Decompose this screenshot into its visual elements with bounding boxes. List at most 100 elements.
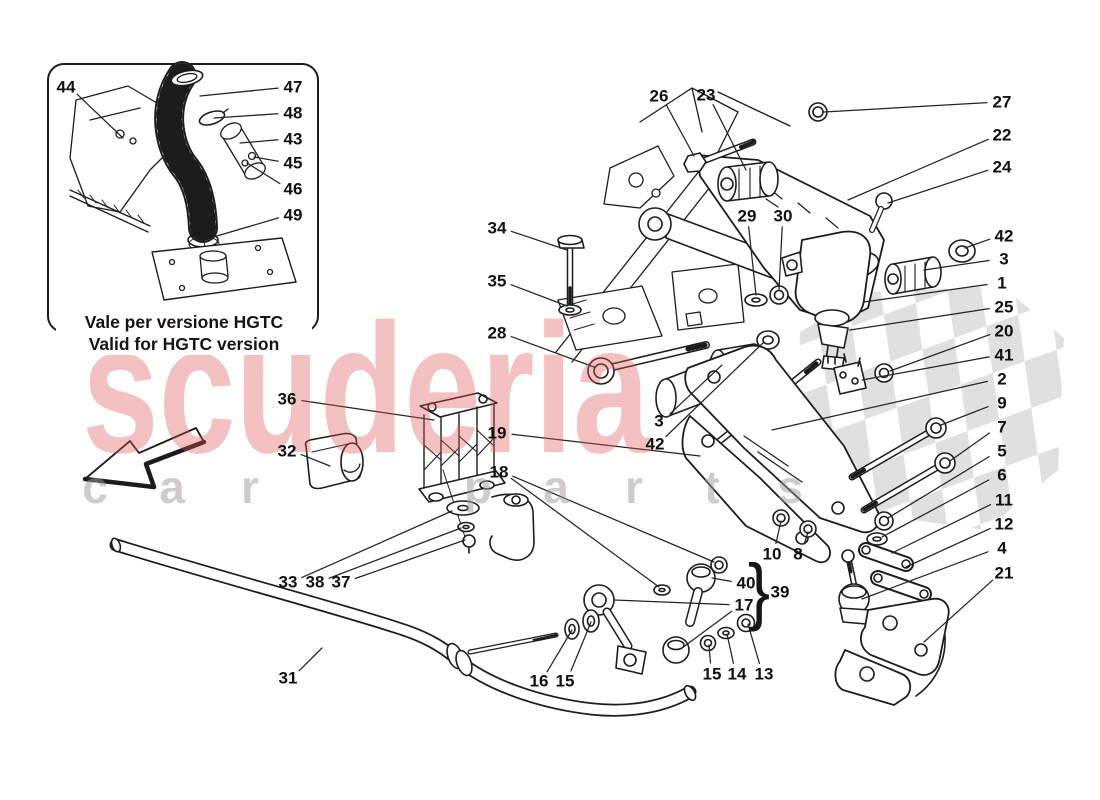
callout-2: 2: [997, 369, 1007, 389]
callout-16: 16: [529, 671, 549, 691]
checker-region: [798, 286, 1064, 530]
clevis-and-washers: [442, 469, 535, 561]
leader-line-41: [861, 356, 990, 381]
callout-31: 31: [278, 668, 298, 688]
callout-11: 11: [995, 490, 1013, 510]
leader-line-15: [708, 644, 712, 664]
watermark-title: scuderia: [82, 287, 651, 492]
leader-line-26: [665, 104, 695, 157]
mount-bracket-36: [418, 392, 506, 503]
leader-line-43: [239, 139, 279, 144]
callout-7: 7: [997, 417, 1007, 437]
bracket-41: [833, 353, 894, 395]
leader-line-9: [940, 406, 989, 426]
callout-6: 6: [997, 465, 1007, 485]
inset-drawing: [69, 61, 297, 301]
leader-line-45: [253, 156, 279, 162]
leader-line-18: [512, 475, 715, 563]
leader-line-46: [246, 162, 281, 185]
fasteners-top: [744, 102, 893, 307]
callout-9: 9: [997, 393, 1007, 413]
leader-line-34: [510, 230, 568, 251]
leader-line-31: [298, 647, 323, 672]
ball-joint-4: [838, 549, 871, 625]
callout-41: 41: [994, 345, 1014, 365]
bushing-32: [304, 432, 364, 490]
callout-1: 1: [997, 273, 1007, 293]
leader-line-19: [511, 433, 701, 457]
leader-line-18: [510, 477, 660, 588]
leader-line-33: [301, 510, 453, 579]
callout-27: 27: [992, 92, 1012, 112]
lower-wishbone: [681, 344, 880, 564]
watermark-letter-t: t: [704, 461, 719, 513]
callout-47: 47: [283, 77, 303, 97]
callout-10: 10: [762, 544, 782, 564]
stabilizer-bar: [109, 537, 697, 717]
leader-line-23: [712, 104, 747, 171]
callout-33: 33: [278, 572, 298, 592]
direction-arrow-icon: [82, 427, 207, 490]
watermark-letter-s: s: [777, 461, 803, 513]
callout-42: 42: [994, 226, 1014, 246]
callout-30: 30: [773, 206, 793, 226]
leader-line-17: [613, 599, 730, 606]
bolt-26: [683, 138, 757, 173]
callout-42: 42: [645, 434, 665, 454]
callout-44: 44: [56, 77, 76, 97]
brace-39: }: [747, 549, 771, 632]
leader-line-49: [209, 217, 280, 239]
leader-line-44: [76, 93, 124, 139]
watermark-letter-c: c: [82, 461, 108, 513]
leader-line-35: [510, 284, 568, 307]
callout-3: 3: [999, 249, 1009, 269]
callout-14: 14: [727, 664, 747, 684]
callout-40: 40: [736, 573, 756, 593]
leader-line-7: [949, 432, 991, 462]
callout-13: 13: [754, 664, 774, 684]
callout-21: 21: [994, 563, 1014, 583]
leader-line-5: [887, 455, 990, 519]
callout-17: 17: [734, 595, 754, 615]
leader-line-13: [747, 623, 761, 665]
leader-line-2: [771, 380, 989, 431]
callout-19: 19: [487, 423, 507, 443]
callout-26: 26: [649, 86, 669, 106]
bracket-21: [834, 597, 950, 706]
callout-4: 4: [997, 538, 1007, 558]
callout-39: 39: [770, 582, 790, 602]
leader-line-36: [301, 399, 435, 421]
leader-line-3: [669, 364, 723, 415]
callout-37: 37: [331, 572, 351, 592]
leader-line-10: [775, 520, 782, 545]
bolt-28-bushings: [587, 330, 780, 418]
leader-line-27: [823, 101, 988, 113]
inset-caption-line1: Vale per versione HGTC: [56, 312, 312, 333]
callout-3: 3: [654, 411, 664, 431]
bushing-3-ring-42: [884, 239, 976, 295]
leader-line-20: [889, 333, 991, 372]
callout-12: 12: [994, 514, 1014, 534]
callout-32: 32: [277, 441, 297, 461]
callout-23: 23: [696, 85, 716, 105]
callout-46: 46: [283, 179, 303, 199]
upright-knuckle: [781, 230, 872, 371]
watermark-letter-p: p: [464, 461, 492, 513]
bolts-9-7: [848, 417, 956, 514]
inset-caption-line2: Valid for HGTC version: [56, 334, 312, 355]
bolt-19: [694, 358, 822, 463]
leader-line-48: [213, 113, 279, 119]
leader-line-3: [923, 259, 990, 271]
leader-line-15: [570, 621, 592, 672]
leader-line-12: [905, 527, 991, 568]
leader-line-16: [546, 629, 573, 673]
leader-line-40: [711, 577, 732, 583]
callout-18: 18: [489, 462, 509, 482]
callout-48: 48: [283, 103, 303, 123]
callout-22: 22: [992, 125, 1012, 145]
leader-line-24: [887, 169, 989, 204]
